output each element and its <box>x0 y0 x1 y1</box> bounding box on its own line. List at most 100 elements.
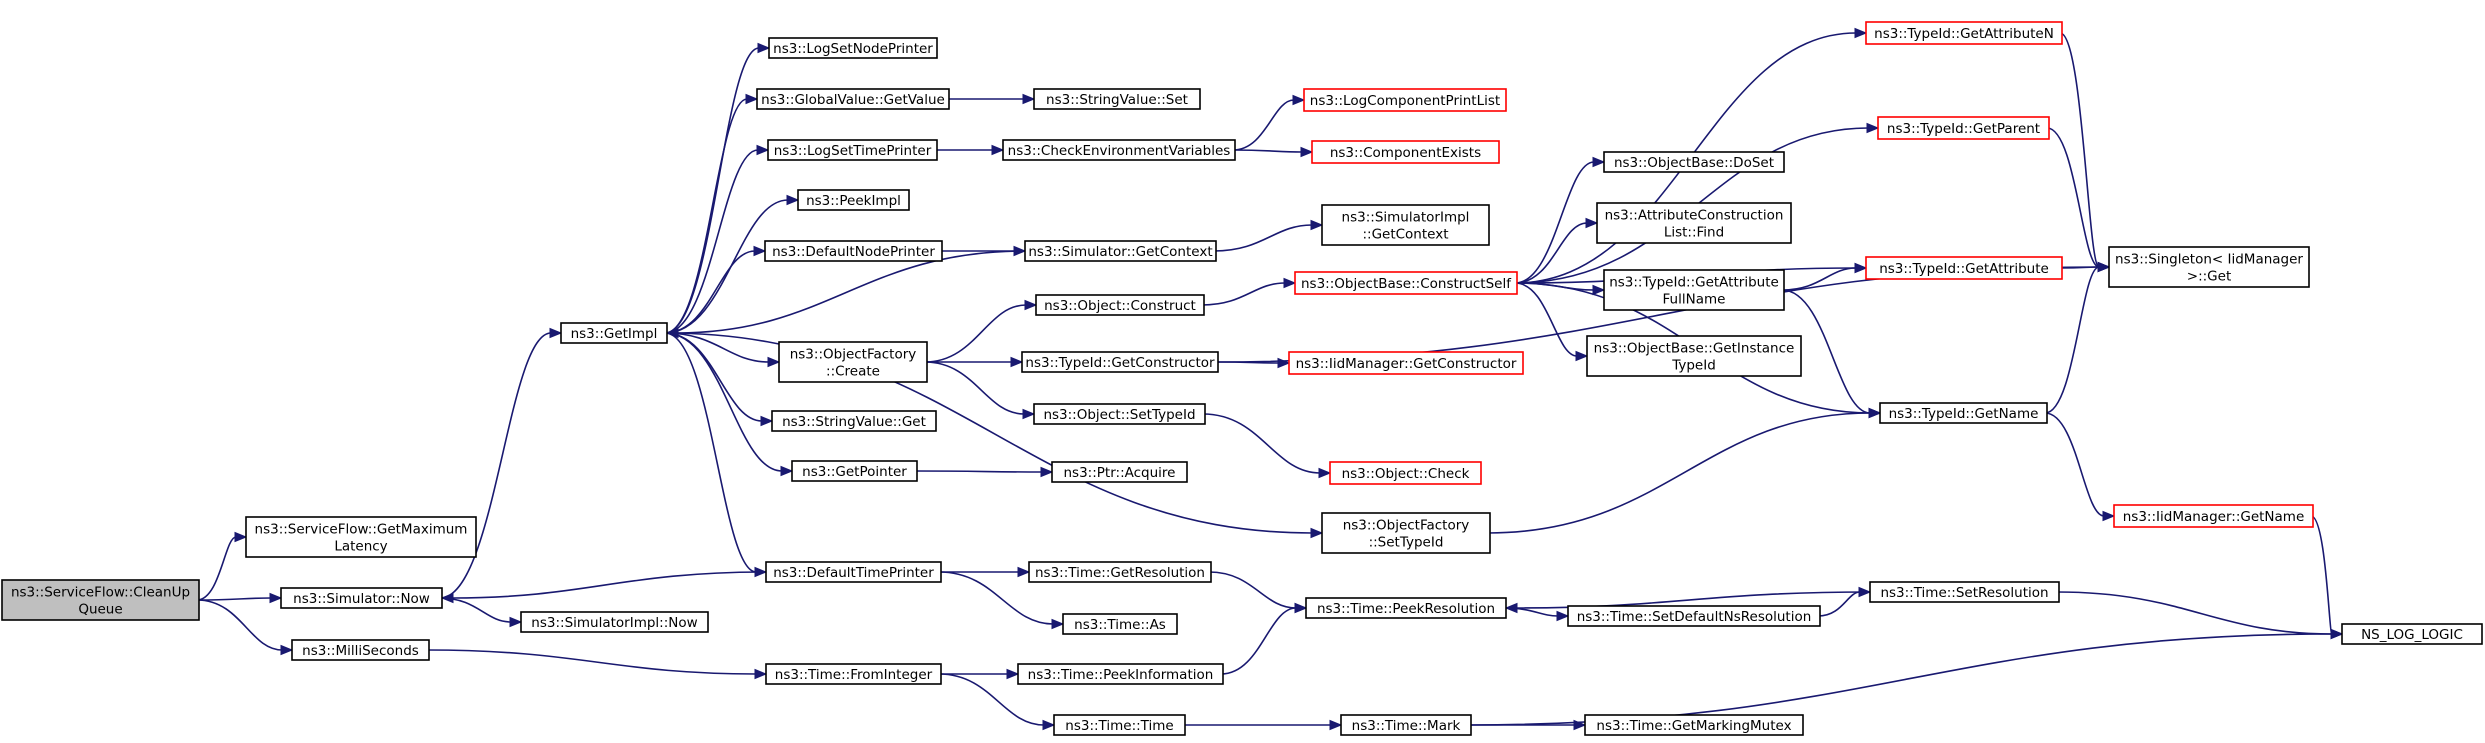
arrowhead-sf_getmax <box>234 531 248 543</box>
node-millisec[interactable]: ns3::MilliSeconds <box>291 639 430 661</box>
node-time_setdefaultns[interactable]: ns3::Time::SetDefaultNsResolution <box>1567 605 1821 627</box>
node-logsettime[interactable]: ns3::LogSetTimePrinter <box>767 139 938 161</box>
node-label: ns3::DefaultNodePrinter <box>772 244 935 260</box>
node-label: ns3::Time::SetResolution <box>1880 585 2048 601</box>
node-box <box>280 587 443 609</box>
node-box <box>1311 140 1500 164</box>
node-stringvalue_set[interactable]: ns3::StringValue::Set <box>1033 88 1201 110</box>
node-peekimpl[interactable]: ns3::PeekImpl <box>797 189 910 211</box>
arrowhead-stringvalue_set <box>1022 93 1036 105</box>
node-label: ns3::LogComponentPrintList <box>1310 93 1500 109</box>
node-label: ns3::GetImpl <box>571 326 658 342</box>
node-typeid_getattributen[interactable]: ns3::TypeId::GetAttributeN <box>1865 21 2063 45</box>
node-label: ::GetContext <box>1362 227 1448 243</box>
node-label: ns3::SimulatorImpl <box>1342 210 1470 226</box>
edge-checkenv-to-compexists <box>1232 149 1303 153</box>
node-gv_getvalue[interactable]: ns3::GlobalValue::GetValue <box>756 88 950 110</box>
node-objfactory_settypeid[interactable]: ns3::ObjectFactory::SetTypeId <box>1321 512 1491 554</box>
node-label: ns3::ServiceFlow::CleanUp <box>11 585 190 601</box>
node-label: ns3::AttributeConstruction <box>1605 208 1784 224</box>
arrowhead-gv_getvalue <box>745 93 759 105</box>
edge-typeid_getname-to-iidmgr_getname <box>2044 412 2105 517</box>
node-iidmgr_getname[interactable]: ns3::IidManager::GetName <box>2113 504 2314 528</box>
node-box <box>756 88 950 110</box>
node-time_getresolution[interactable]: ns3::Time::GetResolution <box>1028 561 1212 583</box>
node-label: ns3::TypeId::GetName <box>1889 406 2039 422</box>
arrowhead-objbase_getinstance <box>1575 350 1589 362</box>
arrowhead-ptr_acquire <box>1040 466 1054 478</box>
arrowhead-obj_settypeid <box>1022 408 1036 420</box>
node-label: ns3::ObjectBase::GetInstance <box>1594 341 1795 357</box>
arrowhead-time_mark <box>1329 719 1343 731</box>
node-label: ns3::ObjectFactory <box>1343 518 1470 534</box>
edge-getimpl-to-stringvalue_get <box>664 332 763 422</box>
node-label: ns3::Ptr::Acquire <box>1064 465 1176 481</box>
node-sim_now[interactable]: ns3::Simulator::Now <box>280 587 443 609</box>
node-box <box>1303 88 1507 112</box>
node-typeid_getname[interactable]: ns3::TypeId::GetName <box>1879 402 2048 424</box>
arrowhead-stringvalue_get <box>760 415 774 427</box>
node-typeid_getattribute[interactable]: ns3::TypeId::GetAttribute <box>1865 256 2063 280</box>
node-box <box>791 460 918 482</box>
edge-objfactory_create-to-obj_construct <box>924 304 1027 363</box>
node-time_time[interactable]: ns3::Time::Time <box>1053 714 1186 736</box>
node-label: ns3::SimulatorImpl::Now <box>531 615 697 631</box>
node-time_as[interactable]: ns3::Time::As <box>1062 613 1178 635</box>
node-label: TypeId <box>1671 358 1716 374</box>
edge-root-to-millisec <box>196 599 283 651</box>
node-checkenv[interactable]: ns3::CheckEnvironmentVariables <box>1002 139 1236 161</box>
node-label: ns3::Time::Mark <box>1352 718 1461 734</box>
arrowhead-typeid_getname <box>1868 407 1882 419</box>
node-getimpl[interactable]: ns3::GetImpl <box>560 322 668 344</box>
edge-getimpl-to-logsetnode <box>664 47 760 334</box>
node-simimpl_now[interactable]: ns3::SimulatorImpl::Now <box>520 611 709 633</box>
node-label: ns3::LogSetTimePrinter <box>774 143 932 159</box>
node-stringvalue_get[interactable]: ns3::StringValue::Get <box>771 410 937 432</box>
node-label: ns3::Simulator::Now <box>293 591 430 607</box>
node-logsetnode[interactable]: ns3::LogSetNodePrinter <box>768 37 938 59</box>
node-obj_settypeid[interactable]: ns3::Object::SetTypeId <box>1033 403 1206 425</box>
arrowhead-attrconstr_find <box>1585 217 1599 229</box>
node-label: ns3::Time::Time <box>1065 718 1173 734</box>
node-time_getmarkingmutex[interactable]: ns3::Time::GetMarkingMutex <box>1584 714 1804 736</box>
node-label: ns3::GetPointer <box>802 464 907 480</box>
node-defnodeprinter[interactable]: ns3::DefaultNodePrinter <box>764 240 943 262</box>
node-sim_getcontext[interactable]: ns3::Simulator::GetContext <box>1024 240 1217 262</box>
node-box <box>1865 256 2063 280</box>
node-time_peekinfo[interactable]: ns3::Time::PeekInformation <box>1017 663 1224 685</box>
node-time_setresolution[interactable]: ns3::Time::SetResolution <box>1869 581 2060 603</box>
node-compexists[interactable]: ns3::ComponentExists <box>1311 140 1500 164</box>
edge-root-to-sf_getmax <box>196 536 237 601</box>
node-typeid_getparent[interactable]: ns3::TypeId::GetParent <box>1877 116 2050 140</box>
node-time_peekres[interactable]: ns3::Time::PeekResolution <box>1305 597 1507 619</box>
arrowhead-getpointer <box>780 465 794 477</box>
node-logcompprintlist[interactable]: ns3::LogComponentPrintList <box>1303 88 1507 112</box>
arrowhead-time_as <box>1051 618 1065 630</box>
node-label: ns3::MilliSeconds <box>302 643 419 659</box>
arrowhead-objfactory_settypeid <box>1310 527 1324 539</box>
node-deftimeprinter[interactable]: ns3::DefaultTimePrinter <box>765 561 942 583</box>
node-typeid_getconstructor[interactable]: ns3::TypeId::GetConstructor <box>1021 351 1219 373</box>
node-objfactory_create[interactable]: ns3::ObjectFactory::Create <box>778 341 928 383</box>
node-obj_construct[interactable]: ns3::Object::Construct <box>1035 294 1205 316</box>
node-simimpl_getcontext[interactable]: ns3::SimulatorImpl::GetContext <box>1321 204 1490 246</box>
node-iidmgr_getconstructor[interactable]: ns3::IidManager::GetConstructor <box>1288 351 1524 375</box>
edge-deftimeprinter-to-sim_now <box>451 571 767 599</box>
node-obj_check[interactable]: ns3::Object::Check <box>1329 461 1482 485</box>
node-objbase_constructself[interactable]: ns3::ObjectBase::ConstructSelf <box>1294 271 1518 295</box>
node-label: FullName <box>1663 292 1726 308</box>
node-ns_log_logic[interactable]: NS_LOG_LOGIC <box>2341 623 2483 645</box>
node-time_mark[interactable]: ns3::Time::Mark <box>1340 714 1472 736</box>
node-singleton_get[interactable]: ns3::Singleton< IidManager>::Get <box>2108 246 2310 288</box>
node-time_frominteger[interactable]: ns3::Time::FromInteger <box>765 663 942 685</box>
edge-getimpl-to-logsettime <box>664 149 759 334</box>
node-getpointer[interactable]: ns3::GetPointer <box>791 460 918 482</box>
edge-typeid_getattribute-to-singleton_get <box>2059 266 2100 269</box>
node-ptr_acquire[interactable]: ns3::Ptr::Acquire <box>1051 461 1188 483</box>
node-objbase_doset[interactable]: ns3::ObjectBase::DoSet <box>1603 151 1785 173</box>
